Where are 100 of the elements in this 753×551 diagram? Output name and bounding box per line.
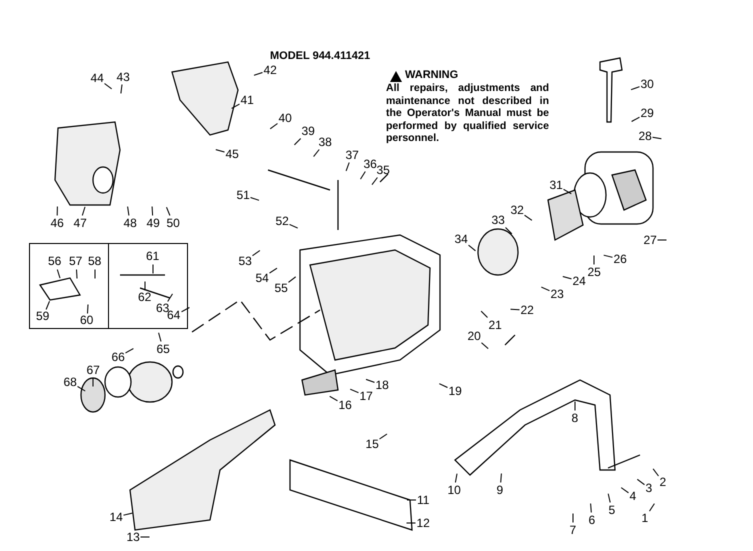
callout-number: 27 <box>644 234 657 246</box>
leader-line <box>480 310 488 318</box>
leader-line <box>454 473 458 483</box>
leader-line <box>294 138 302 146</box>
leader-line <box>127 206 130 216</box>
callout-number: 41 <box>240 94 254 106</box>
callout-number: 35 <box>376 164 390 176</box>
callout-number: 68 <box>64 376 77 388</box>
callout-number: 15 <box>366 438 379 450</box>
callout-number: 25 <box>588 266 601 278</box>
callout-number: 31 <box>550 178 563 192</box>
leader-line <box>406 522 416 524</box>
leader-line <box>215 149 225 152</box>
leader-line <box>140 536 150 538</box>
callout-number: 34 <box>454 232 468 246</box>
callout-number: 53 <box>238 254 252 268</box>
callout-number: 7 <box>570 524 576 536</box>
leader-line <box>438 383 448 388</box>
callout-number: 2 <box>660 476 666 488</box>
leader-line <box>563 188 572 194</box>
callout-number: 28 <box>638 130 652 142</box>
leader-line <box>94 269 96 279</box>
callout-number: 43 <box>116 70 130 84</box>
callout-number: 62 <box>138 291 152 304</box>
leader-line <box>158 332 162 342</box>
leader-line <box>510 308 520 310</box>
callout-number: 6 <box>588 514 596 526</box>
callout-number: 59 <box>36 310 50 323</box>
callout-number: 37 <box>346 148 359 162</box>
leader-line <box>56 269 60 279</box>
callout-number: 30 <box>640 78 654 90</box>
callout-number: 4 <box>630 490 636 502</box>
callout-number: 16 <box>338 398 352 412</box>
leader-line <box>152 206 154 216</box>
leader-line <box>288 276 296 283</box>
leader-line <box>270 123 278 130</box>
diagram-title: MODEL 944.411421 <box>270 50 370 62</box>
leader-line <box>481 342 489 350</box>
callout-number: 47 <box>74 216 87 230</box>
leader-line <box>92 377 94 387</box>
leader-line <box>181 307 190 312</box>
leader-line <box>500 473 502 483</box>
callout-number: 49 <box>146 216 160 230</box>
leader-line <box>540 286 550 292</box>
callout-number: 21 <box>488 318 502 332</box>
callout-number: 54 <box>256 272 269 284</box>
leader-line <box>254 72 263 76</box>
callout-number: 10 <box>448 484 461 496</box>
leader-line <box>123 512 133 516</box>
leader-line <box>120 84 122 94</box>
callout-number: 24 <box>572 274 586 288</box>
callout-number: 61 <box>146 250 160 263</box>
callout-number: 66 <box>112 350 125 364</box>
callout-number: 52 <box>276 214 289 228</box>
leader-line <box>631 116 640 122</box>
leader-line <box>289 224 298 229</box>
callout-number: 11 <box>417 494 430 506</box>
callout-number: 1 <box>642 512 648 524</box>
callout-number: 56 <box>48 255 62 268</box>
callout-number: 8 <box>572 412 578 424</box>
leader-line <box>652 468 659 476</box>
leader-line <box>379 434 388 440</box>
callout-number: 46 <box>50 216 64 230</box>
leader-line <box>524 214 532 221</box>
callout-number: 29 <box>640 106 654 120</box>
leader-line <box>313 149 320 158</box>
leader-line <box>630 86 640 90</box>
callout-number: 18 <box>376 378 389 392</box>
callout-number: 48 <box>124 216 137 230</box>
callout-number: 45 <box>226 148 239 160</box>
leader-line <box>620 487 629 494</box>
leader-line <box>468 244 476 252</box>
callout-number: 67 <box>86 364 100 376</box>
callout-number: 51 <box>236 188 250 202</box>
leader-line <box>167 293 173 302</box>
leader-line <box>144 281 146 291</box>
callout-number: 20 <box>468 330 481 342</box>
leader-line <box>152 264 154 274</box>
leader-line <box>77 386 86 392</box>
leader-line <box>366 378 375 383</box>
leader-line <box>574 401 576 411</box>
callout-number: 22 <box>520 304 534 316</box>
inset-box <box>29 243 109 329</box>
leader-line <box>269 268 278 274</box>
callout-number: 65 <box>156 342 170 356</box>
callout-number: 26 <box>614 252 627 266</box>
callout-number: 58 <box>88 255 102 268</box>
callout-number: 3 <box>646 482 652 494</box>
leader-line <box>56 206 58 216</box>
leader-line <box>125 348 134 354</box>
leader-line <box>350 388 359 394</box>
callout-number: 60 <box>80 314 94 327</box>
callout-number: 13 <box>126 530 140 544</box>
inset-box <box>108 243 188 329</box>
callout-number: 57 <box>69 255 82 268</box>
callout-number: 17 <box>360 390 373 402</box>
leader-line <box>372 177 378 186</box>
leader-line <box>166 206 170 216</box>
callout-number: 38 <box>318 136 332 148</box>
callout-number: 44 <box>90 72 104 84</box>
